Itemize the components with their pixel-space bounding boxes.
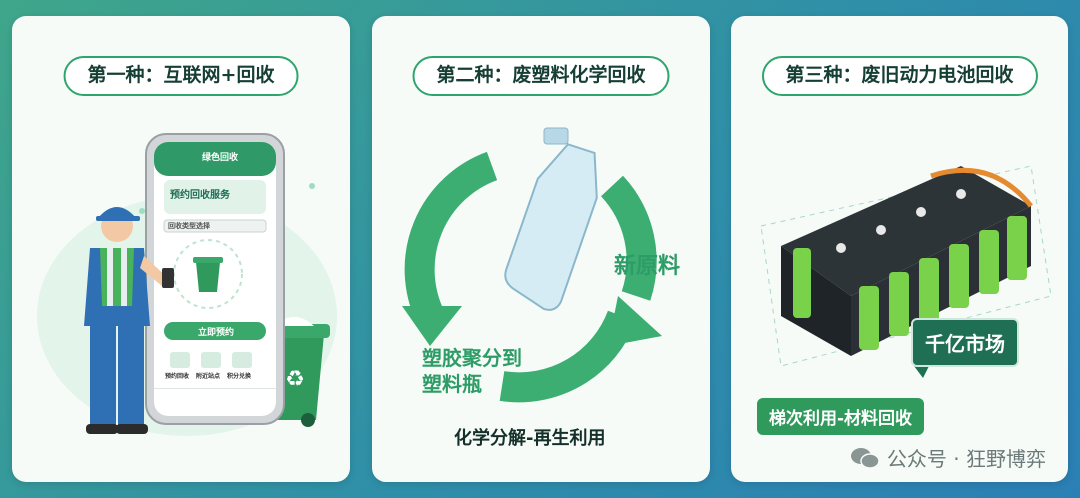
chemical-caption: 化学分解-再生利用 (454, 428, 606, 449)
app-field: 回收类型选择 (168, 222, 210, 230)
new-material-label: 新原料 (614, 254, 681, 279)
battery-pack-icon (781, 166, 1033, 356)
market-bubble: 千亿市场 (911, 318, 1019, 367)
chemical-recycling-illustration (402, 127, 662, 403)
recycling-worker (84, 207, 174, 434)
app-reserve-button: 立即预约 (198, 328, 235, 338)
app-icon-label-3: 积分兑换 (227, 373, 252, 380)
app-icon-label-2: 附近站点 (196, 373, 221, 380)
plastic-bottle-icon (504, 127, 598, 311)
watermark-text: 公众号 · 狂野博弈 (886, 447, 1046, 471)
battery-illustration (760, 165, 1052, 378)
panel-internet-recycling: ♻ (12, 16, 350, 482)
plastic-label-line2: 塑料瓶 (422, 372, 482, 396)
panel-title: 第三种：废旧动力电池回收 (761, 56, 1038, 96)
panel-title: 第二种：废塑料化学回收 (412, 56, 670, 96)
svg-text:♻: ♻ (285, 367, 305, 392)
reuse-tag: 梯次利用-材料回收 (757, 398, 925, 435)
smartphone (145, 133, 285, 425)
cycle-arrows-icon (402, 151, 662, 403)
panel-battery-recycling: 第三种：废旧动力电池回收 千亿市场 梯次利用-材料回收 (731, 16, 1068, 482)
plastic-label-line1: 塑胶聚分到 (422, 346, 522, 370)
panel-title: 第一种：互联网+回收 (63, 56, 299, 96)
app-header: 绿色回收 (202, 153, 239, 163)
watermark: 公众号 · 狂野博弈 (850, 443, 1046, 472)
internet-recycling-illustration: ♻ (37, 133, 337, 436)
app-icon-label-1: 预约回收 (165, 373, 190, 380)
app-banner: 预约回收服务 (170, 190, 230, 201)
panel-chemical-recycling: 第二种：废塑料化学回收 新原料 塑胶聚分到 塑料瓶 化学分解-再生利用 (372, 16, 710, 482)
wechat-icon (850, 447, 879, 469)
